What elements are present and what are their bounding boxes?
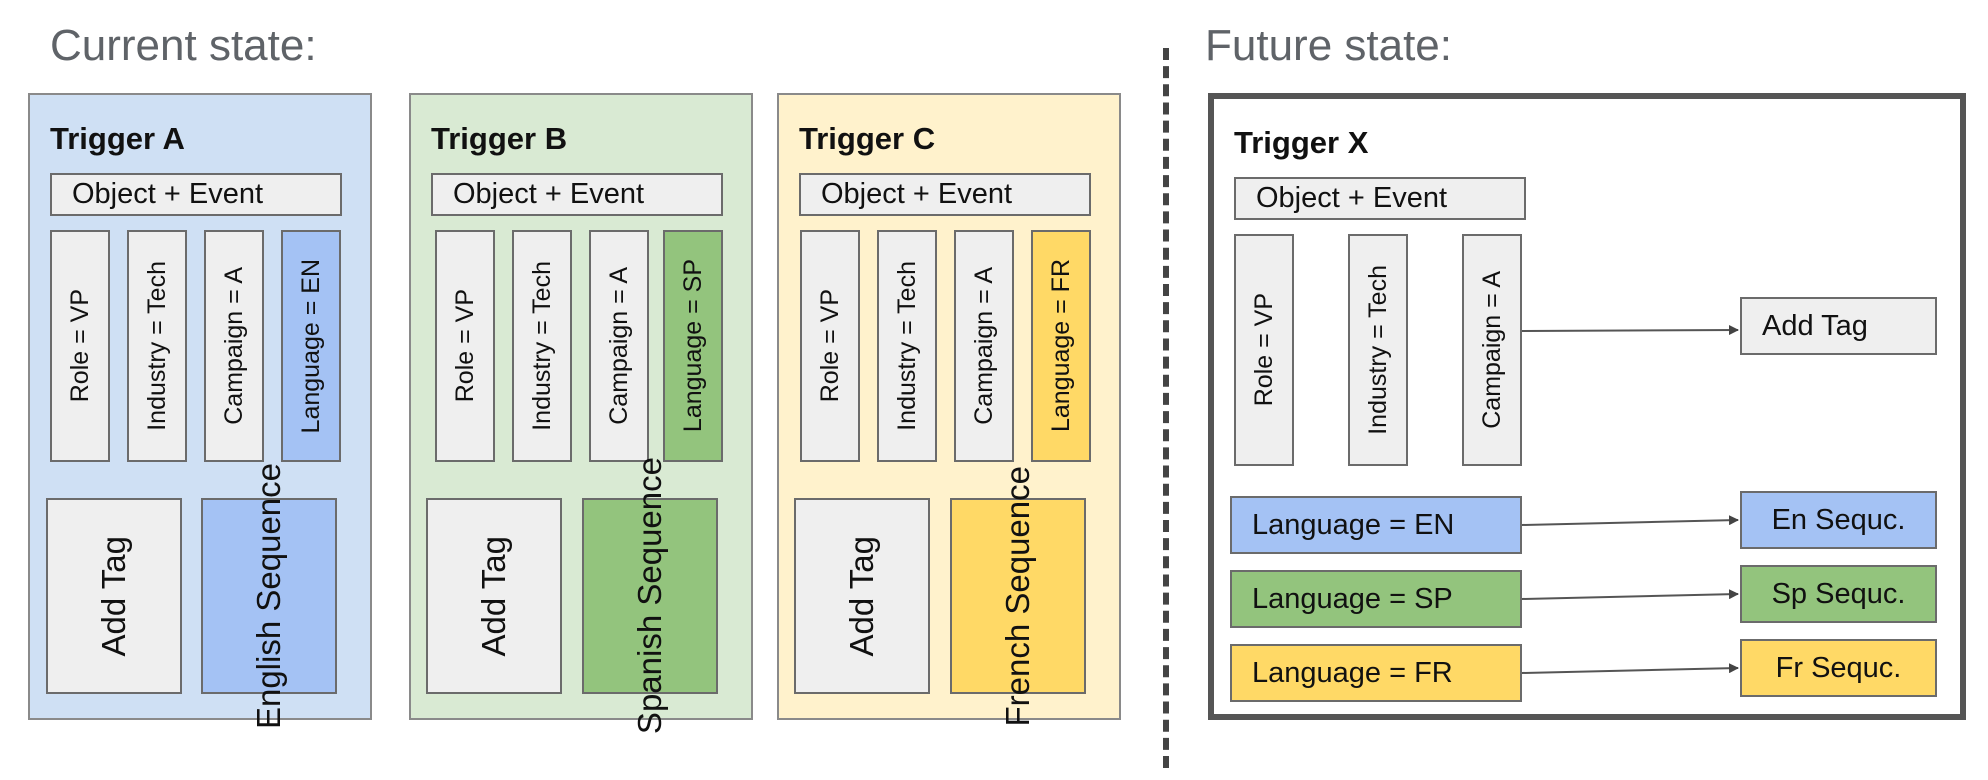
trigger-x-branch-en-action: En Sequc. [1740,491,1937,549]
trigger-a-panel: Trigger A Object + Event Role = VP Indus… [28,93,372,729]
trigger-a-condition-campaign: Campaign = A [204,230,264,462]
trigger-a-event: Object + Event [50,173,342,216]
trigger-b-event: Object + Event [431,173,723,216]
trigger-x-condition-industry: Industry = Tech [1348,234,1408,466]
trigger-c-condition-industry: Industry = Tech [877,230,937,462]
trigger-b-condition-industry: Industry = Tech [512,230,572,462]
trigger-x-event: Object + Event [1234,177,1526,220]
trigger-c-condition-campaign: Campaign = A [954,230,1014,462]
arrow-fr-to-sequence [1521,663,1739,674]
trigger-a-add-tag-action: Add Tag [46,498,182,694]
trigger-b-title: Trigger B [431,121,568,156]
trigger-c-sequence-action: French Sequence [950,466,1086,726]
arrow-en-to-sequence [1521,515,1739,526]
trigger-x-condition-campaign: Campaign = A [1462,234,1522,466]
future-state-heading: Future state: [1205,21,1453,70]
trigger-a-title: Trigger A [50,121,185,156]
trigger-x-branch-fr-condition: Language = FR [1230,644,1522,702]
trigger-b-add-tag-action: Add Tag [426,498,562,694]
trigger-a-sequence-action: English Sequence [201,463,337,729]
trigger-b-sequence-action: Spanish Sequence [582,457,718,735]
trigger-c-add-tag-action: Add Tag [794,498,930,694]
arrow-campaign-to-add-tag [1521,325,1739,336]
trigger-x-branch-sp-action: Sp Sequc. [1740,565,1937,623]
trigger-x-panel: Trigger X Object + Event Role = VP Indus… [1208,93,1966,720]
trigger-b-condition-campaign: Campaign = A [589,230,649,462]
trigger-x-branch-en-condition: Language = EN [1230,496,1522,554]
trigger-x-branch-fr-action: Fr Sequc. [1740,639,1937,697]
trigger-c-condition-language: Language = FR [1031,230,1091,462]
trigger-c-panel: Trigger C Object + Event Role = VP Indus… [777,93,1121,726]
trigger-c-title: Trigger C [799,121,936,156]
trigger-x-condition-role: Role = VP [1234,234,1294,466]
arrow-sp-to-sequence [1521,589,1739,600]
trigger-b-condition-role: Role = VP [435,230,495,462]
trigger-x-connectors [1521,325,1739,674]
trigger-a-condition-language: Language = EN [281,230,341,462]
trigger-x-add-tag-action: Add Tag [1740,297,1937,355]
trigger-c-condition-role: Role = VP [800,230,860,462]
trigger-b-condition-language: Language = SP [663,230,723,462]
trigger-a-condition-industry: Industry = Tech [127,230,187,462]
trigger-x-title: Trigger X [1234,125,1369,160]
trigger-b-panel: Trigger B Object + Event Role = VP Indus… [409,93,753,735]
dashed-divider [1163,48,1169,768]
trigger-a-condition-role: Role = VP [50,230,110,462]
current-state-heading: Current state: [50,21,317,70]
trigger-x-branch-sp-condition: Language = SP [1230,570,1522,628]
trigger-c-event: Object + Event [799,173,1091,216]
